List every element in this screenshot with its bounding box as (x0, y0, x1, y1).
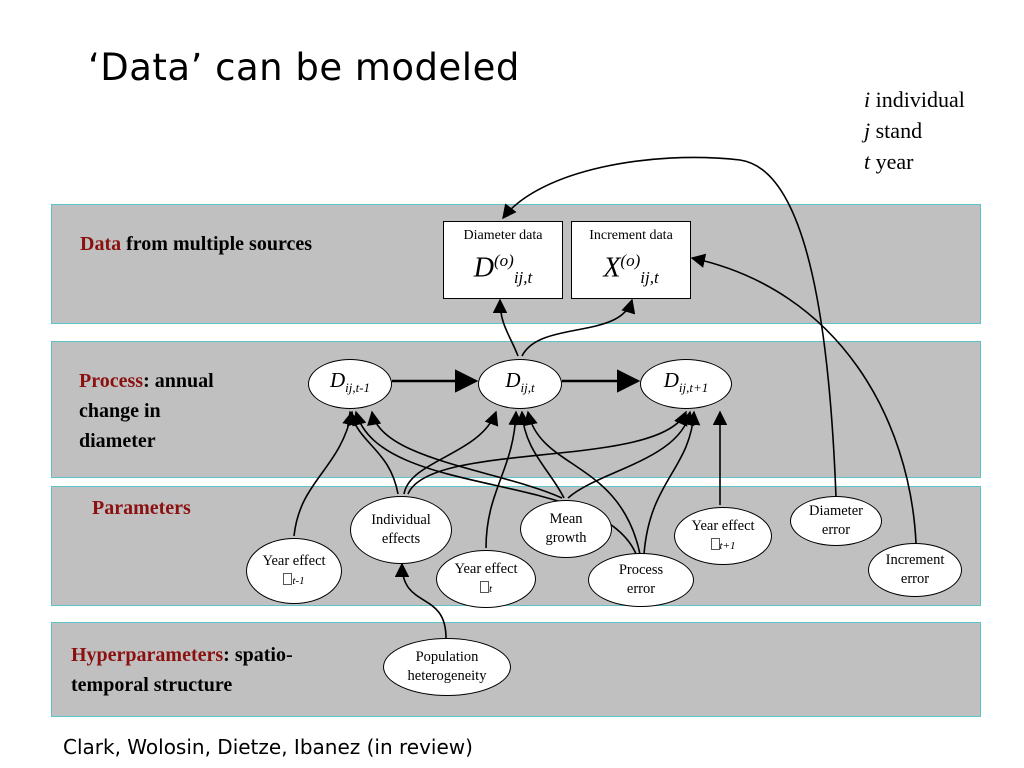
legend-item-individual: i individual (864, 87, 965, 112)
hyperparameters-band-label: Hyperparameters: spatio- temporal struct… (71, 644, 293, 696)
index-legend: i individual j stand t year (864, 84, 965, 177)
year-effect-curr-node: Year effect t (436, 550, 536, 608)
missing-glyph-icon (479, 580, 489, 593)
slide-title: ‘Data’ can be modeled (88, 46, 520, 89)
parameters-band-label: Parameters (92, 497, 191, 519)
diameter-error-node: Diameter error (790, 496, 882, 546)
population-heterogeneity-node: Population heterogeneity (383, 638, 511, 696)
data-band-label: Data from multiple sources (80, 233, 313, 255)
year-effect-next-node: Year effect t+1 (674, 507, 772, 565)
process-node-d-curr: Dij,t (478, 359, 562, 409)
legend-item-stand: j stand (864, 118, 923, 143)
process-error-node: Process error (588, 553, 694, 607)
process-band-label: Process: annual change in diameter (79, 370, 214, 452)
mean-growth-node: Mean growth (520, 500, 612, 558)
process-node-d-prev: Dij,t-1 (308, 359, 392, 409)
year-effect-prev-node: Year effect t-1 (246, 538, 342, 604)
increment-error-node: Increment error (868, 543, 962, 597)
citation: Clark, Wolosin, Dietze, Ibanez (in revie… (63, 735, 473, 759)
process-node-d-next: Dij,t+1 (640, 359, 732, 409)
missing-glyph-icon (710, 537, 720, 550)
individual-effects-node: Individual effects (350, 496, 452, 564)
diameter-data-box: Diameter data D(o)ij,t (443, 221, 563, 299)
missing-glyph-icon (283, 572, 293, 585)
legend-item-year: t year (864, 149, 914, 174)
increment-data-box: Increment data X(o)ij,t (571, 221, 691, 299)
hyperparameters-band (51, 622, 981, 717)
